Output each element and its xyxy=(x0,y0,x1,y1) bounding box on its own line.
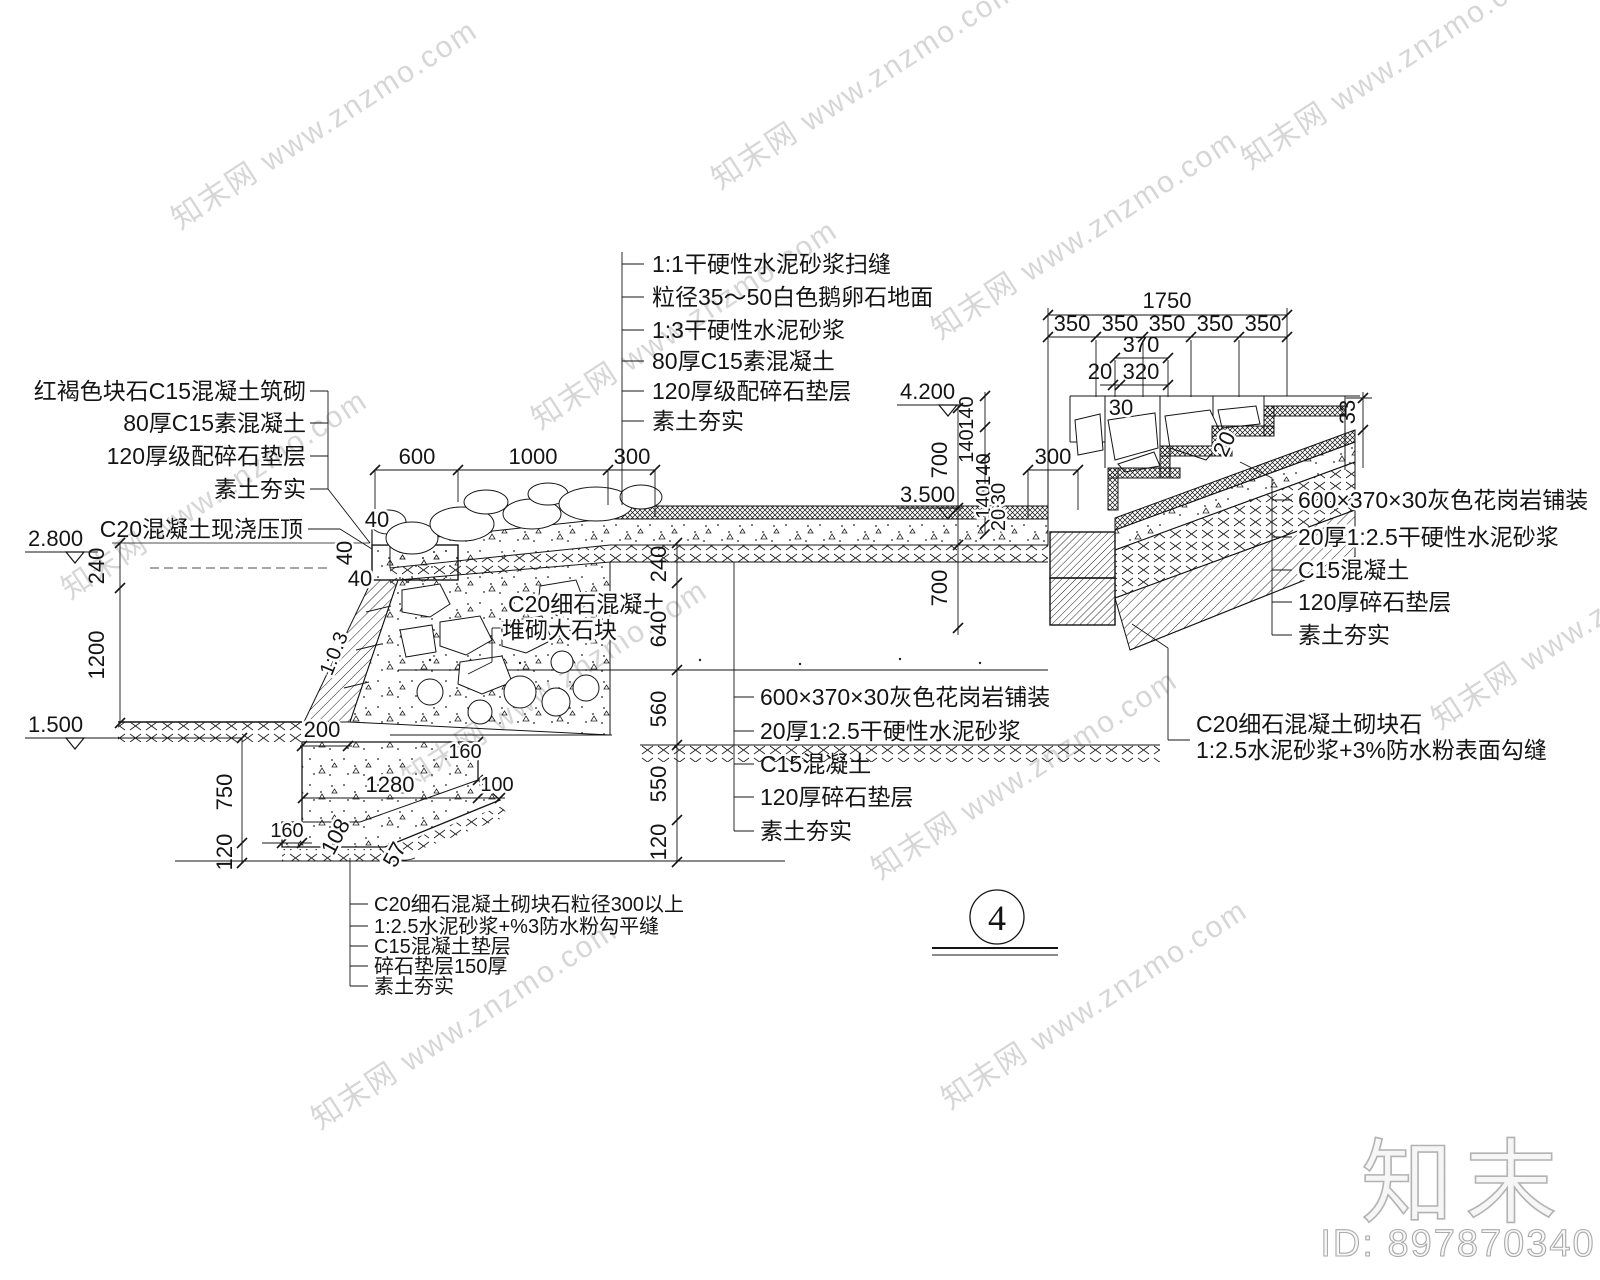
annotation-footing-1: C20细石混凝土砌块石粒径300以上 xyxy=(374,893,684,916)
elevation-markers xyxy=(25,404,963,750)
dim-30: 30 xyxy=(988,483,1010,505)
dim-1200: 1200 xyxy=(84,631,109,680)
annotation-footing-2: 1:2.5水泥砂浆+%3防水粉勾平缝 xyxy=(374,915,659,938)
dim-40: 40 xyxy=(365,507,389,532)
detail-number: 4 xyxy=(988,898,1006,938)
dim-40-rot: 40 xyxy=(332,541,357,565)
dim-350: 350 xyxy=(1197,311,1234,336)
annotation-footing-5: 素土夯实 xyxy=(374,975,454,998)
retaining-wall xyxy=(112,482,663,742)
annotation-wall-3: 120厚级配碎石垫层 xyxy=(107,443,306,469)
watermark-text: 知末网 www.znzmo.com xyxy=(936,894,1254,1116)
dim-33: 33 xyxy=(1335,400,1360,424)
dimension-lines xyxy=(98,308,1372,869)
dim-700-upper: 700 xyxy=(927,442,952,479)
dim-600: 600 xyxy=(399,444,436,469)
dim-30-step: 30 xyxy=(1109,395,1133,420)
annotation-rpaving-4: 120厚碎石垫层 xyxy=(1298,589,1451,615)
dim-350: 350 xyxy=(1102,311,1139,336)
elevation-1500: 1.500 xyxy=(28,712,83,737)
dim-350: 350 xyxy=(1149,311,1186,336)
dim-20: 20 xyxy=(1088,359,1112,384)
dim-40: 40 xyxy=(348,566,372,591)
watermark-text: 知末网 www.znzmo.com xyxy=(706,0,1024,196)
annotation-footing-3: C15混凝土垫层 xyxy=(374,935,511,958)
linework xyxy=(25,252,1372,987)
dim-120-left: 120 xyxy=(212,834,237,871)
dim-300-step: 300 xyxy=(1035,444,1072,469)
annotation-block-1: C20细石混凝土砌块石 xyxy=(1196,711,1422,737)
image-id: ID: 897870340 xyxy=(1320,1223,1595,1265)
stone-steps xyxy=(1047,395,1360,532)
dim-120-center: 120 xyxy=(646,824,671,861)
annotation-pebble-6: 素土夯实 xyxy=(652,408,744,434)
dim-550: 550 xyxy=(646,766,671,803)
dim-1280: 1280 xyxy=(366,772,415,797)
slope-paving xyxy=(1049,429,1356,651)
annotation-pebble-3: 1:3干硬性水泥砂浆 xyxy=(652,317,845,343)
annotation-footing-4: 碎石垫层150厚 xyxy=(374,955,507,978)
annotation-wall-4: 素土夯实 xyxy=(214,476,306,502)
dim-200: 200 xyxy=(304,717,341,742)
detail-bubble xyxy=(932,889,1058,956)
dim-370: 370 xyxy=(1123,332,1160,357)
dim-640: 640 xyxy=(646,611,671,648)
annotation-pebble-4: 80厚C15素混凝土 xyxy=(652,348,835,374)
wall-footing xyxy=(281,741,508,861)
dim-160-toe: 160 xyxy=(270,820,303,842)
dim-140: 140 xyxy=(973,453,995,486)
dim-100: 100 xyxy=(480,774,513,796)
annotation-rpaving-2: 20厚1:2.5干硬性水泥砂浆 xyxy=(1298,524,1559,550)
site-logo: 知末 xyxy=(1361,1133,1569,1235)
annotation-paving-5: 素土夯实 xyxy=(760,818,852,844)
dim-1750: 1750 xyxy=(1143,288,1192,313)
dim-240-center: 240 xyxy=(646,546,671,583)
dim-300: 300 xyxy=(614,444,651,469)
dim-350: 350 xyxy=(1245,311,1282,336)
annotation-rpaving-5: 素土夯实 xyxy=(1298,622,1390,648)
elevation-4200: 4.200 xyxy=(900,379,955,404)
dim-750: 750 xyxy=(212,774,237,811)
annotation-core-1: C20细石混凝土 xyxy=(508,591,665,617)
dim-1000: 1000 xyxy=(509,444,558,469)
dim-560: 560 xyxy=(646,691,671,728)
annotation-paving-1: 600×370×30灰色花岗岩铺装 xyxy=(760,684,1050,710)
dim-240-left: 240 xyxy=(84,548,109,585)
dim-140: 140 xyxy=(956,396,978,429)
dim-140: 140 xyxy=(973,485,995,518)
dim-20: 20 xyxy=(988,509,1010,531)
dim-140: 140 xyxy=(956,429,978,462)
annotation-rpaving-3: C15混凝土 xyxy=(1298,557,1409,583)
dim-700-lower: 700 xyxy=(927,570,952,607)
annotation-pebble-1: 1:1干硬性水泥砂浆扫缝 xyxy=(652,251,891,277)
annotation-wall-1: 红褐色块石C15混凝土筑砌 xyxy=(34,378,306,404)
annotation-rpaving-1: 600×370×30灰色花岗岩铺装 xyxy=(1298,487,1588,513)
text-layer: 2.800 1.500 4.200 3.500 1:1干硬性水泥砂浆扫缝 粒径3… xyxy=(28,251,1595,1266)
watermark-text: 知末网 www.znzmo.com xyxy=(1236,0,1554,176)
dim-160: 160 xyxy=(448,741,481,763)
annotation-pebble-5: 120厚级配碎石垫层 xyxy=(652,378,851,404)
annotation-core-2: 堆砌大石块 xyxy=(502,617,617,643)
elevation-2800: 2.800 xyxy=(28,526,83,551)
elevation-3500: 3.500 xyxy=(900,482,955,507)
annotation-cap: C20混凝土现浇压顶 xyxy=(100,516,303,542)
leader-lines xyxy=(308,252,1292,987)
annotation-paving-2: 20厚1:2.5干硬性水泥砂浆 xyxy=(760,718,1021,744)
annotation-paving-3: C15混凝土 xyxy=(760,751,871,777)
annotation-pebble-2: 粒径35～50白色鹅卵石地面 xyxy=(652,284,933,310)
annotation-block-2: 1:2.5水泥砂浆+3%防水粉表面勾缝 xyxy=(1196,737,1547,763)
annotation-wall-2: 80厚C15素混凝土 xyxy=(123,410,306,436)
watermark-text: 知末网 www.znzmo.com xyxy=(166,14,484,236)
annotation-paving-4: 120厚碎石垫层 xyxy=(760,784,913,810)
dim-350: 350 xyxy=(1054,311,1091,336)
dim-320: 320 xyxy=(1123,359,1160,384)
